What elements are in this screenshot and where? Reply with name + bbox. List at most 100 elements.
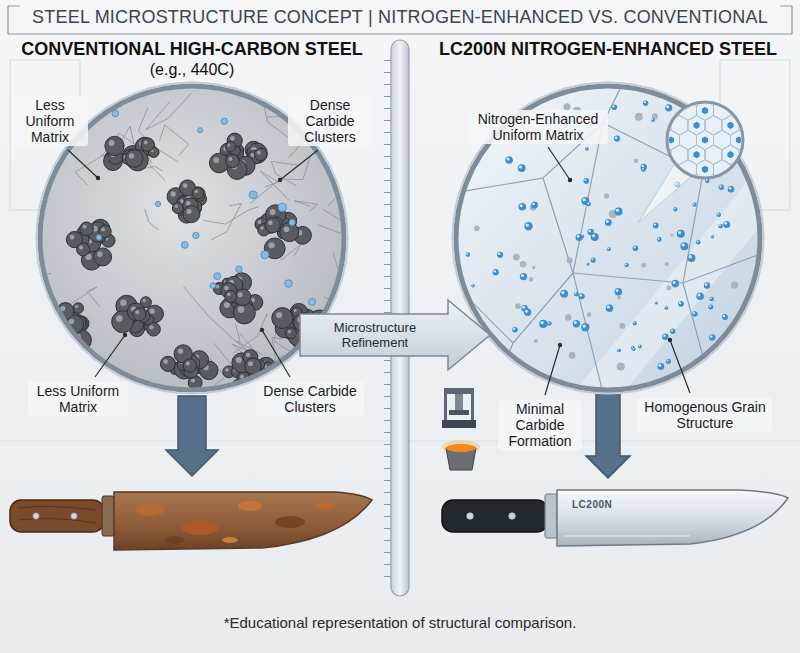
carbide-highlight [228, 157, 232, 161]
carbide-blob [127, 303, 145, 321]
hex-cell [739, 174, 756, 194]
nitride-particle [512, 327, 518, 333]
particle-highlight [561, 291, 564, 294]
carbide-highlight [79, 246, 83, 250]
nitride-particle [573, 320, 580, 327]
nitride-particle [719, 185, 724, 190]
hex-cell [739, 86, 756, 106]
nitride-particle [673, 207, 677, 211]
nitride-particle [717, 212, 722, 217]
particle-highlight [616, 209, 619, 212]
press-icon [471, 394, 474, 420]
hex-particle [693, 92, 699, 99]
press-icon [449, 410, 469, 415]
nitride-particle [723, 221, 730, 228]
carbide-blob [183, 359, 196, 372]
nitride-particle [643, 101, 648, 106]
leader-line [280, 150, 318, 180]
carbide-highlight [238, 292, 243, 297]
carbide-highlight [97, 252, 102, 257]
nitride-particle [692, 203, 696, 207]
nitride-particle [614, 136, 620, 142]
nitride-particle [576, 234, 583, 241]
down-arrow [166, 396, 218, 476]
particle-highlight [584, 179, 586, 181]
carbide-highlight [288, 330, 291, 333]
particle-highlight [666, 105, 669, 108]
carbide-blob [105, 136, 124, 155]
nitride-particle [585, 147, 589, 151]
blue-particle [210, 283, 216, 289]
nitride-particle [579, 293, 585, 299]
fine-carbide [604, 193, 609, 198]
particle-highlight [723, 315, 725, 317]
fine-carbide [565, 314, 572, 321]
arrow-body [300, 300, 490, 370]
press-icon [444, 394, 447, 420]
particle-highlight [574, 321, 577, 324]
carbide-highlight [101, 228, 105, 232]
nitride-particle [657, 237, 662, 242]
grain-boundary [573, 273, 603, 393]
particle-highlight [682, 243, 685, 246]
carbide-blob [125, 150, 143, 168]
nitride-particle [677, 230, 685, 238]
nitride-particle [581, 323, 589, 331]
particle-highlight [633, 322, 635, 324]
particle-highlight [575, 292, 577, 294]
hex-cell [722, 86, 739, 106]
particle-highlight [625, 264, 627, 266]
nitride-particle [704, 282, 710, 288]
carbide-blob [286, 328, 297, 339]
fine-carbide [666, 286, 671, 291]
particle-highlight [588, 230, 591, 233]
particle-highlight [548, 322, 550, 324]
carbide-highlight [109, 140, 115, 146]
texture-group [20, 51, 360, 432]
nitride-particle [605, 219, 612, 226]
particle-highlight [591, 258, 593, 260]
particle-highlight [697, 241, 699, 243]
hex-cell [748, 160, 765, 180]
nitride-particle [581, 197, 589, 205]
nitride-particle [607, 247, 611, 251]
panel-subheading: (e.g., 440C) [150, 61, 234, 79]
nitride-particle [617, 348, 621, 352]
blue-particle [55, 111, 62, 118]
particle-highlight [606, 220, 609, 223]
inset-group [646, 86, 774, 194]
hex-particle [659, 151, 665, 158]
carbide-highlight [284, 227, 290, 233]
nitride-particle [524, 222, 532, 230]
carbide-highlight [116, 315, 123, 322]
circle-border [456, 86, 760, 390]
nitride-particle [665, 104, 672, 111]
nitride-particle [564, 124, 568, 128]
particle-highlight [521, 274, 524, 277]
particle-highlight [639, 345, 641, 347]
hex-cell [654, 174, 671, 194]
nitride-particle [692, 311, 697, 316]
nitride-particle [520, 273, 527, 280]
nitride-particle [641, 167, 646, 172]
rust-spot [165, 536, 185, 544]
particle-highlight [698, 294, 701, 297]
particle-highlight [642, 165, 645, 168]
leader-line [545, 345, 560, 395]
blue-particle [198, 128, 203, 133]
nitride-particle [711, 235, 714, 238]
carbide-blob [265, 218, 280, 233]
nitride-particle [662, 334, 669, 341]
particle-highlight [709, 305, 711, 307]
particle-highlight [667, 360, 669, 362]
panel-heading: CONVENTIONAL HIGH-CARBON STEEL [21, 39, 363, 60]
fine-carbide [474, 225, 480, 231]
grain-crack [24, 351, 38, 368]
particle-highlight [729, 187, 732, 190]
callout-label: Dense Carbide Clusters [256, 382, 364, 416]
carbide-highlight [150, 309, 155, 314]
nitride-particle [632, 348, 635, 351]
blue-particle [289, 219, 295, 225]
